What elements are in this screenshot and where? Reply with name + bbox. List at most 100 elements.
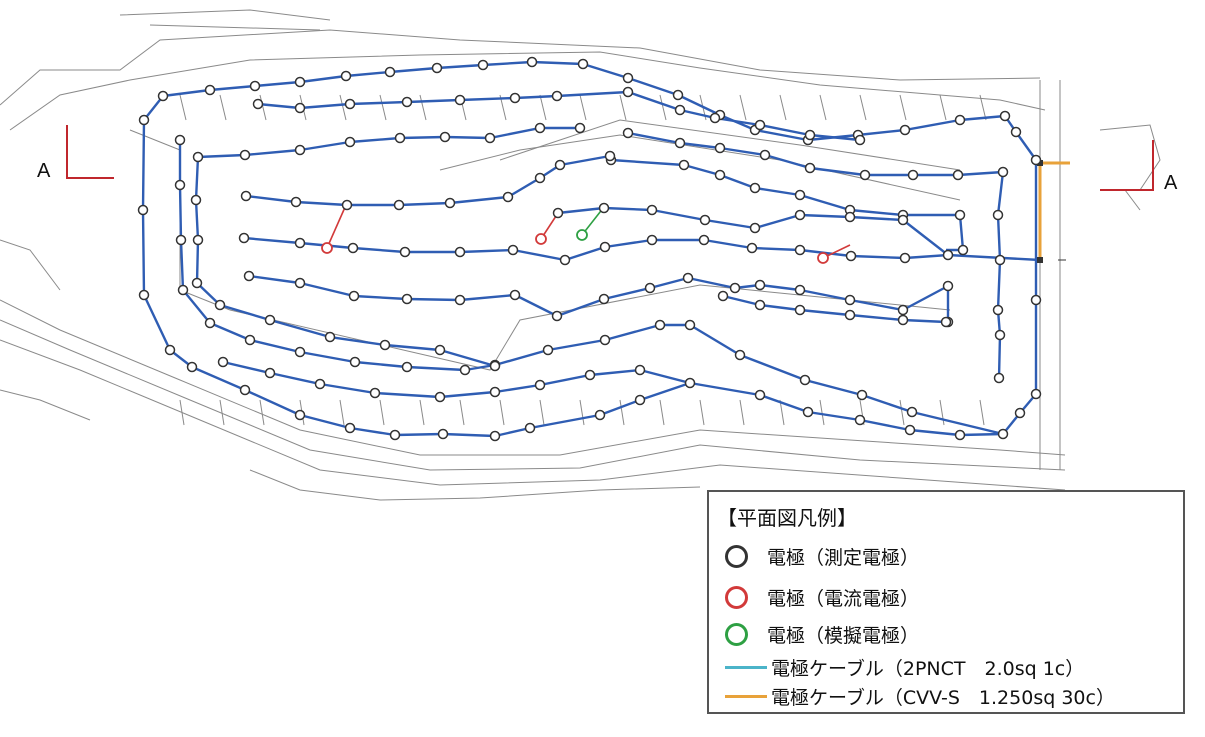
measure-electrode (899, 252, 911, 264)
measure-electrode (584, 369, 596, 381)
slope-hatch (339, 399, 345, 426)
measure-electrode (175, 234, 187, 246)
measure-electrode (684, 377, 696, 389)
measure-electrode (749, 222, 761, 234)
cable-run (610, 158, 965, 252)
measure-electrode (646, 234, 658, 246)
legend-item-measure-electrode: 電極（測定電極） (723, 541, 919, 571)
slope-hatch (539, 399, 545, 426)
contour-line (249, 469, 701, 501)
measure-electrode (324, 331, 336, 343)
slope-hatch (179, 399, 185, 426)
measure-electrode (804, 162, 816, 174)
measure-electrode (859, 169, 871, 181)
slope-hatch (259, 94, 267, 121)
slope-hatch (859, 94, 867, 121)
measure-electrode (454, 94, 466, 106)
measure-electrode (646, 204, 658, 216)
terminal-box (1037, 257, 1043, 263)
legend-title: 【平面図凡例】 (717, 506, 857, 530)
measure-electrode (393, 199, 405, 211)
section-mark-left: A (37, 160, 51, 182)
measure-electrode (754, 299, 766, 311)
measure-electrode (186, 361, 198, 373)
slope-hatch (259, 399, 265, 426)
measure-electrode (454, 294, 466, 306)
measure-electrode (844, 294, 856, 306)
measure-electrode (401, 361, 413, 373)
measure-electrode (698, 234, 710, 246)
measure-electrode (454, 246, 466, 258)
cable-run (222, 360, 691, 399)
measure-electrode (534, 379, 546, 391)
measure-electrode (551, 90, 563, 102)
measure-electrode (594, 409, 606, 421)
legend-item-current-electrode: 電極（電流電極） (723, 582, 919, 612)
measure-electrode (684, 319, 696, 331)
measure-electrode (844, 309, 856, 321)
measure-electrode (554, 159, 566, 171)
measure-electrode (845, 250, 857, 262)
measure-electrode (290, 196, 302, 208)
slope-hatch (899, 399, 905, 426)
measure-electrode (574, 122, 586, 134)
measure-electrode (794, 304, 806, 316)
measure-electrode (204, 317, 216, 329)
cable-run (178, 140, 1004, 436)
measure-electrode (634, 394, 646, 406)
legend-item-dummy-electrode: 電極（模擬電極） (723, 619, 919, 649)
measure-electrode (477, 59, 489, 71)
slope-hatch (899, 94, 907, 121)
measure-electrode (1030, 294, 1042, 306)
measure-electrode (799, 374, 811, 386)
measure-electrode (348, 290, 360, 302)
measure-electrode (137, 204, 149, 216)
measure-electrode (138, 289, 150, 301)
contour-line (1124, 189, 1141, 211)
legend: 【平面図凡例】 電極（測定電極） 電極（電流電極） 電極（模擬電極） 電極ケーブ… (707, 490, 1185, 714)
slope-hatch (659, 94, 667, 121)
legend-label: 電極（測定電極） (767, 546, 920, 569)
measure-electrode (992, 209, 1004, 221)
measure-electrode (344, 136, 356, 148)
measure-electrode (717, 290, 729, 302)
measure-electrode (897, 314, 909, 326)
section-arrow-left (66, 125, 114, 179)
measure-electrode (204, 84, 216, 96)
measure-electrode (897, 304, 909, 316)
measure-electrode (264, 367, 276, 379)
measure-electrode (437, 428, 449, 440)
contour-line (119, 9, 331, 21)
black-circle-icon (724, 544, 748, 568)
measure-electrode (459, 364, 471, 376)
slope-hatch (419, 94, 427, 121)
measure-electrode (240, 190, 252, 202)
measure-electrode (734, 349, 746, 361)
measure-electrode (714, 169, 726, 181)
measure-electrode (534, 172, 546, 184)
measure-electrode (699, 214, 711, 226)
measure-electrode (622, 72, 634, 84)
slope-hatch (379, 399, 385, 426)
measure-electrode (239, 384, 251, 396)
measure-electrode (954, 209, 966, 221)
contour-line (1099, 124, 1161, 191)
measure-electrode (598, 202, 610, 214)
contour-line (0, 319, 1066, 471)
cable-run (243, 236, 1041, 262)
slope-hatch (339, 94, 347, 121)
measure-electrode (489, 386, 501, 398)
slope-hatch (659, 399, 665, 426)
contour-line (0, 389, 91, 421)
measure-electrode (507, 244, 519, 256)
slope-hatch (979, 94, 987, 121)
legend-label: 電極（模擬電極） (767, 624, 920, 647)
cable-run (141, 60, 1038, 438)
measure-electrode (434, 391, 446, 403)
measure-electrode (997, 166, 1009, 178)
measure-electrode (534, 122, 546, 134)
measure-electrode (174, 134, 186, 146)
slope-hatch (819, 399, 825, 426)
green-circle-icon (724, 622, 748, 646)
